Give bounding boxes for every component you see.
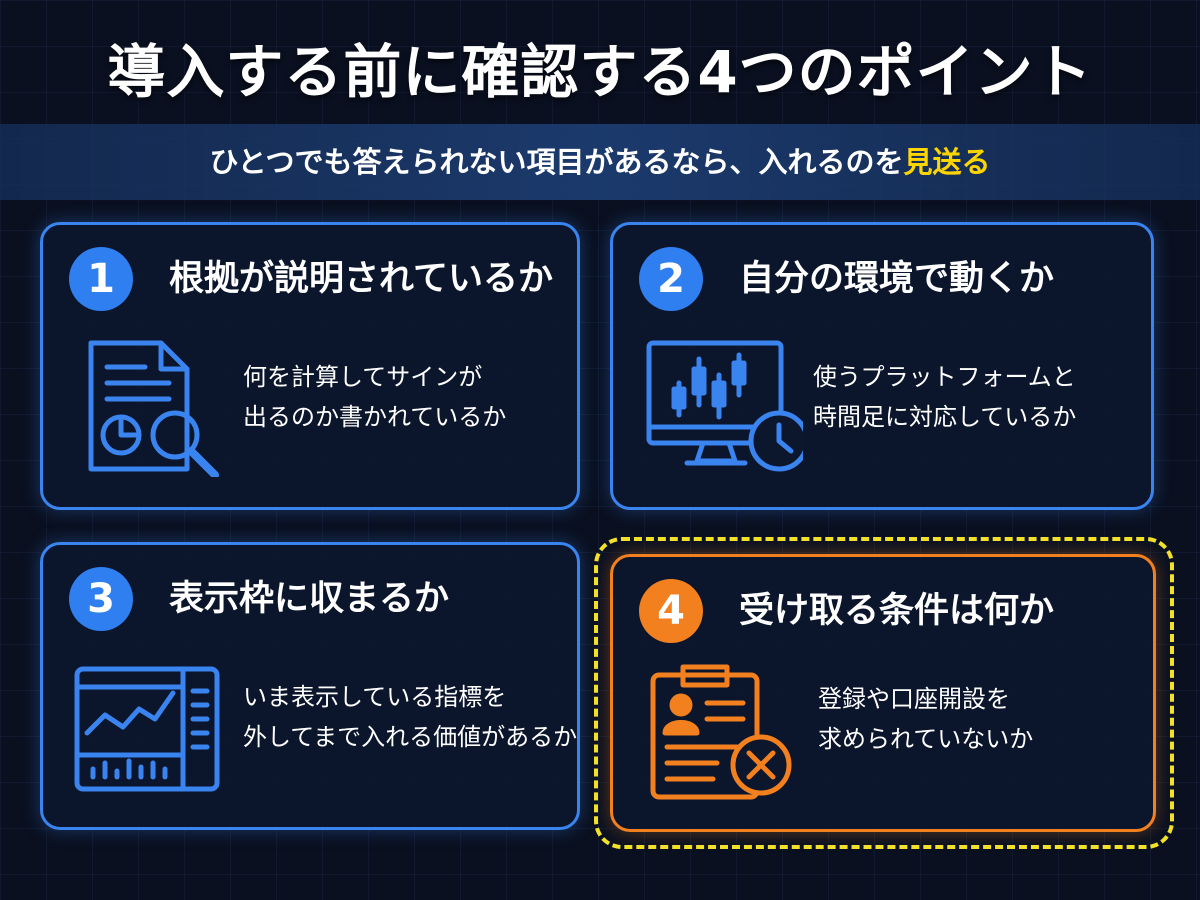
point-description-1: 何を計算してサインが 出るのか書かれているか (243, 357, 573, 437)
point-card-1: 1 根拠が説明されているか 何を計算してサインが 出るのか書かれているか (40, 222, 580, 510)
subtitle-highlight: 見送る (903, 145, 991, 179)
monitor-candlestick-clock-icon (643, 337, 803, 477)
point-number-4: 4 (639, 579, 703, 643)
subtitle: ひとつでも答えられない項目があるなら、入れるのを見送る (0, 124, 1200, 200)
point-number-3: 3 (69, 567, 133, 631)
clipboard-reject-icon (643, 661, 803, 801)
document-chart-search-icon (73, 337, 233, 477)
point-heading-1: 根拠が説明されているか (169, 259, 553, 299)
point-number-1: 1 (69, 247, 133, 311)
point-description-3: いま表示している指標を 外してまで入れる価値があるか (243, 677, 578, 757)
page-title: 導入する前に確認する4つのポイント (107, 38, 1093, 106)
highlight-dashed-frame (594, 537, 1174, 849)
point-line: 何を計算してサインが (243, 363, 483, 391)
point-line: 外してまで入れる価値があるか (243, 723, 578, 751)
point-card-2: 2 自分の環境で動くか 使うプラットフォームと 時間足に対応しているか (610, 222, 1154, 510)
point-line: 出るのか書かれているか (243, 403, 507, 431)
point-description-4: 登録や口座開設を 求められていないか (818, 679, 1158, 759)
subtitle-band (0, 124, 1200, 200)
point-number-2: 2 (639, 247, 703, 311)
point-line: 時間足に対応しているか (813, 403, 1077, 431)
point-line: 使うプラットフォームと (813, 363, 1076, 391)
point-description-2: 使うプラットフォームと 時間足に対応しているか (813, 357, 1143, 437)
chart-panel-icon (73, 657, 233, 797)
point-line: いま表示している指標を (243, 683, 507, 711)
point-line: 登録や口座開設を (818, 685, 1010, 713)
point-card-3: 3 表示枠に収まるか いま表示している指標を 外してまで入れる価値があるか (40, 542, 580, 830)
subtitle-text: ひとつでも答えられない項目があるなら、入れるのを (209, 145, 904, 179)
point-card-4: 4 受け取る条件は何か 登録や口座開設を 求められていないか (610, 554, 1156, 832)
point-line: 求められていないか (818, 725, 1034, 753)
point-heading-3: 表示枠に収まるか (169, 579, 450, 619)
point-heading-4: 受け取る条件は何か (739, 591, 1055, 631)
point-heading-2: 自分の環境で動くか (739, 259, 1055, 299)
